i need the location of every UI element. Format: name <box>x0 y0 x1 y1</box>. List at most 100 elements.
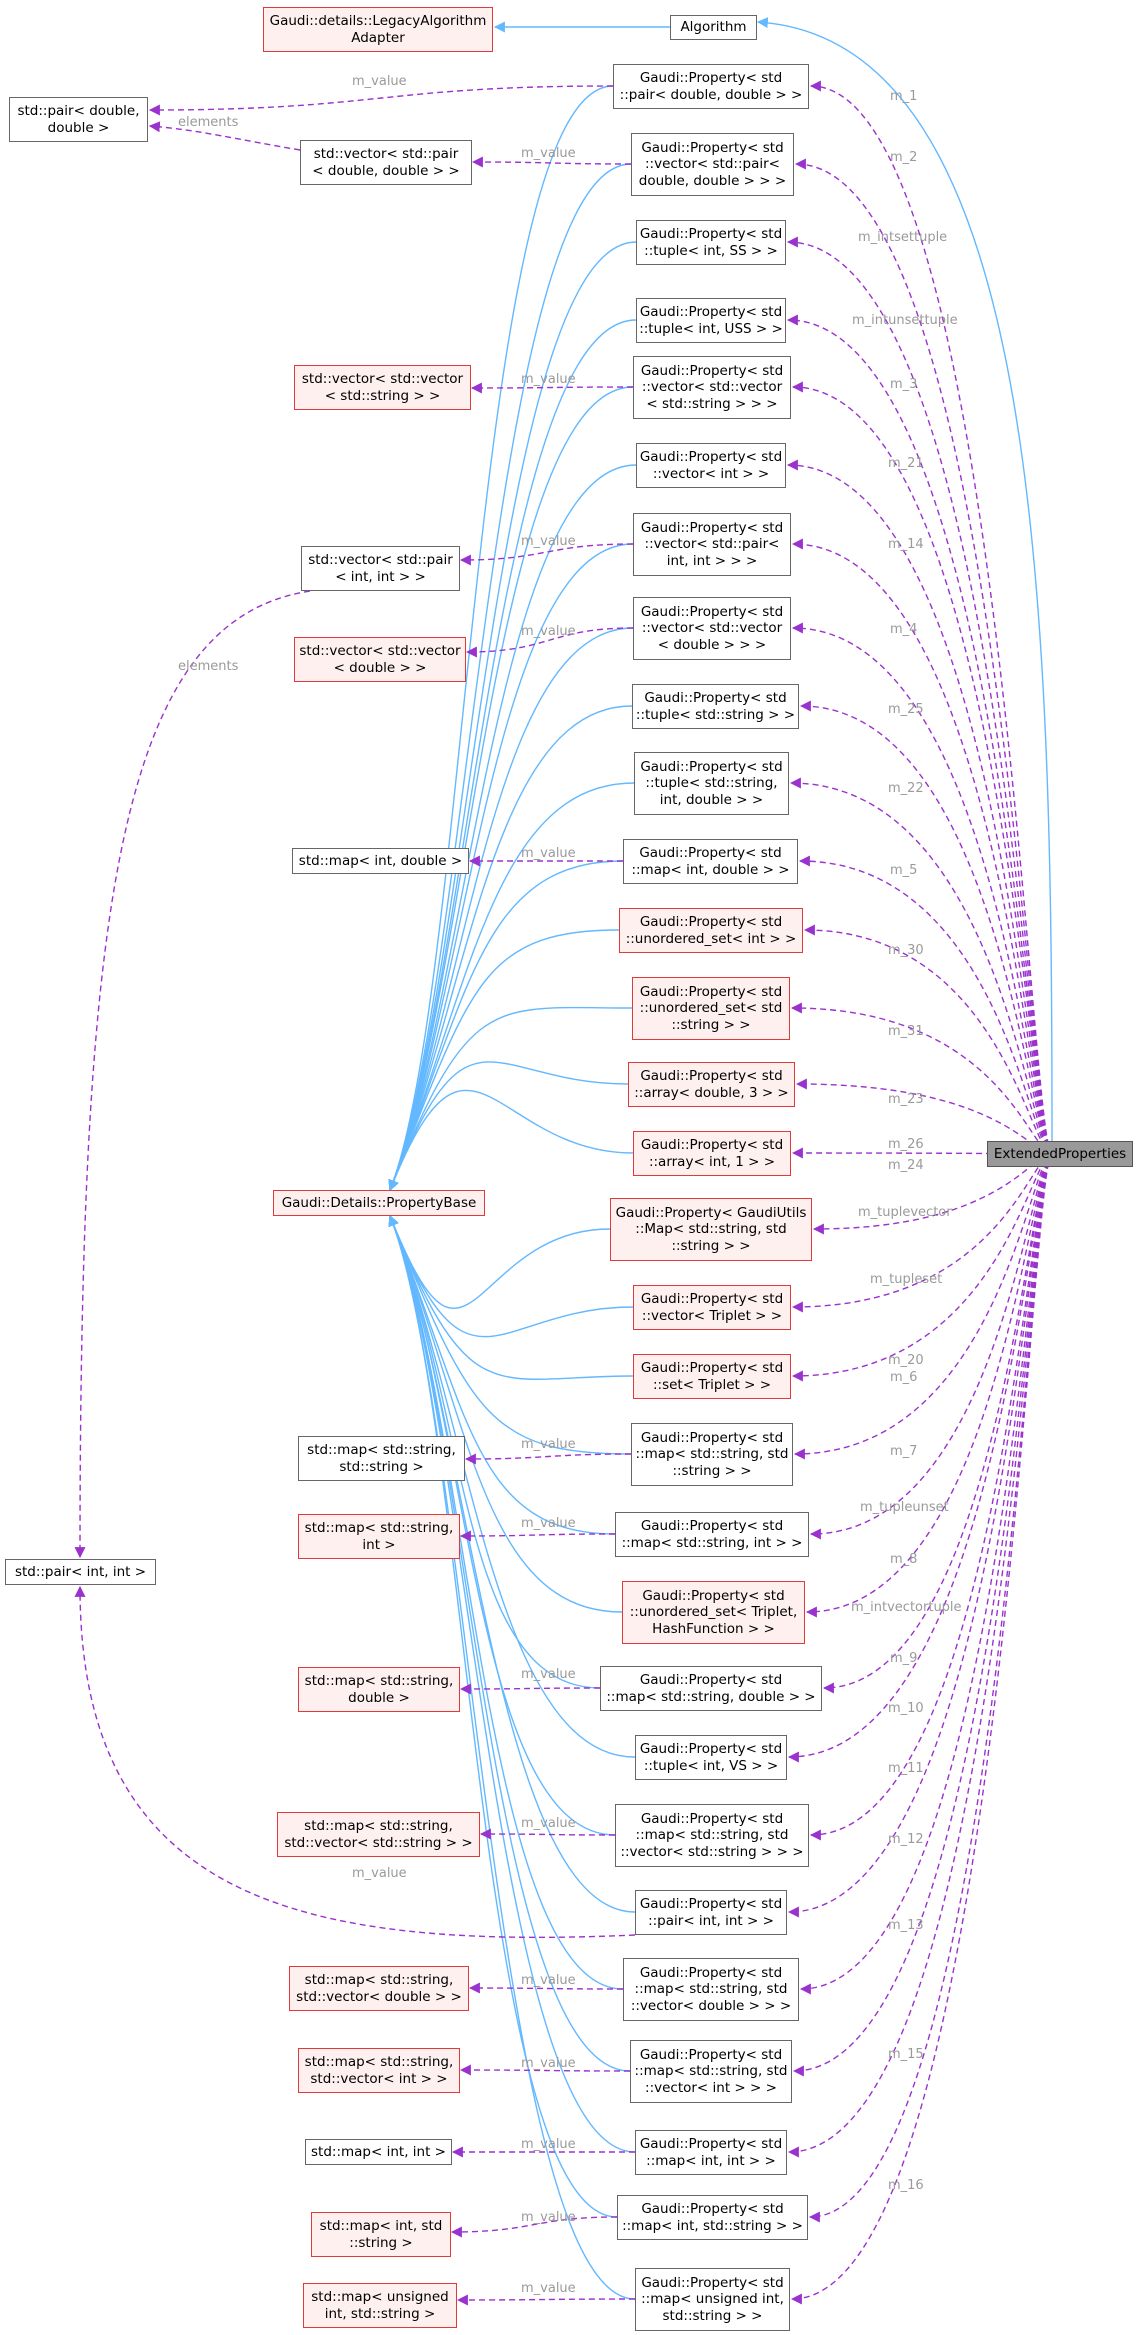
edge-label-m-value: m_value <box>521 2281 576 2296</box>
inheritance-edge <box>388 1214 636 1913</box>
node-algorithm[interactable]: Algorithm <box>670 15 757 40</box>
node-property-gaudiutils-map[interactable]: Gaudi::Property< GaudiUtils ::Map< std::… <box>610 1198 812 1261</box>
node-std-vector-vector-double[interactable]: std::vector< std::vector < double > > <box>294 637 466 682</box>
edge-label-m-4: m_4 <box>890 622 918 637</box>
node-property-map-string-string[interactable]: Gaudi::Property< std ::map< std::string,… <box>631 1423 793 1486</box>
node-property-map-string-vector-double[interactable]: Gaudi::Property< std ::map< std::string,… <box>623 1958 799 2021</box>
edge-label-m-30: m_30 <box>888 943 924 958</box>
member-edge <box>791 622 1053 1155</box>
inheritance-edge <box>388 1061 629 1192</box>
node-gaudi-details-propertybase[interactable]: Gaudi::Details::PropertyBase <box>273 1190 485 1216</box>
inheritance-edge <box>388 860 624 1192</box>
node-std-map-int-string[interactable]: std::map< int, std ::string > <box>311 2212 451 2257</box>
node-property-map-string-int[interactable]: Gaudi::Property< std ::map< std::string,… <box>615 1512 809 1557</box>
edge-label-m-11: m_11 <box>888 1761 924 1776</box>
node-property-vector-int[interactable]: Gaudi::Property< std ::vector< int > > <box>636 443 786 488</box>
node-legacy-algorithm-adapter[interactable]: Gaudi::details::LegacyAlgorithm Adapter <box>263 7 493 52</box>
member-edge <box>74 1585 636 1939</box>
node-std-map-int-int[interactable]: std::map< int, int > <box>305 2139 452 2165</box>
edge-label-m-16: m_16 <box>888 2178 924 2193</box>
node-std-pair-double-double[interactable]: std::pair< double, double > <box>9 97 148 142</box>
node-property-map-string-vector-int[interactable]: Gaudi::Property< std ::map< std::string,… <box>630 2040 792 2103</box>
edge-label-m-value: m_value <box>521 1667 576 1682</box>
node-std-map-string-vector-int[interactable]: std::map< std::string, std::vector< int … <box>298 2048 460 2093</box>
node-property-pair-int-int[interactable]: Gaudi::Property< std ::pair< int, int > … <box>635 1890 787 1935</box>
edge-label-m-value: m_value <box>521 372 576 387</box>
node-std-vector-pair-double-double[interactable]: std::vector< std::pair < double, double … <box>300 140 472 185</box>
member-edge <box>787 1153 1053 1918</box>
node-std-vector-vector-string[interactable]: std::vector< std::vector < std::string >… <box>294 365 471 410</box>
edge-label-m-value: m_value <box>352 1866 407 1881</box>
inheritance-edge <box>388 1006 633 1192</box>
node-std-map-string-vector-string[interactable]: std::map< std::string, std::vector< std:… <box>277 1812 480 1857</box>
edge-label-m-value: m_value <box>521 846 576 861</box>
member-edge <box>787 1153 1053 2158</box>
node-std-map-unsigned-int-string[interactable]: std::map< unsigned int, std::string > <box>303 2283 457 2328</box>
node-property-tuple-string-int-double[interactable]: Gaudi::Property< std ::tuple< std::strin… <box>634 752 789 815</box>
inheritance-edge <box>388 627 634 1192</box>
edge-label-elements: elements <box>178 659 239 674</box>
edge-label-m-value: m_value <box>521 1516 576 1531</box>
member-edge <box>791 381 1053 1155</box>
node-property-vector-triplet[interactable]: Gaudi::Property< std ::vector< Triplet >… <box>633 1285 791 1330</box>
inheritance-edge <box>388 1214 636 2300</box>
node-property-array-double-3[interactable]: Gaudi::Property< std ::array< double, 3 … <box>628 1062 795 1107</box>
node-std-map-string-string[interactable]: std::map< std::string, std::string > <box>298 1436 465 1481</box>
edge-label-m-9: m_9 <box>890 1651 918 1666</box>
node-property-tuple-int-vs[interactable]: Gaudi::Property< std ::tuple< int, VS > … <box>635 1735 787 1780</box>
edge-label-m-intvectortuple: m_intvectortuple <box>851 1600 962 1615</box>
member-edge <box>459 543 634 566</box>
edge-label-m-value: m_value <box>521 534 576 549</box>
inheritance-edge <box>388 85 614 1192</box>
node-property-set-triplet[interactable]: Gaudi::Property< std ::set< Triplet > > <box>633 1354 791 1399</box>
member-edge <box>798 855 1053 1155</box>
node-property-map-int-int[interactable]: Gaudi::Property< std ::map< int, int > > <box>635 2130 787 2175</box>
node-property-vector-pair-int-int[interactable]: Gaudi::Property< std ::vector< std::pair… <box>633 513 791 576</box>
node-property-map-int-double[interactable]: Gaudi::Property< std ::map< int, double … <box>623 839 798 884</box>
inheritance-edge <box>388 1214 634 1380</box>
node-property-vector-vector-double[interactable]: Gaudi::Property< std ::vector< std::vect… <box>633 597 791 660</box>
node-property-unordered-set-int[interactable]: Gaudi::Property< std ::unordered_set< in… <box>619 908 803 953</box>
inheritance-edge <box>388 1214 636 1758</box>
inheritance-edge <box>388 543 634 1192</box>
node-std-map-string-int[interactable]: std::map< std::string, int > <box>298 1514 460 1559</box>
member-edge <box>468 1982 624 1994</box>
node-std-map-string-double[interactable]: std::map< std::string, double > <box>298 1667 460 1712</box>
node-property-array-int-1[interactable]: Gaudi::Property< std ::array< int, 1 > > <box>633 1131 791 1176</box>
node-property-tuple-string[interactable]: Gaudi::Property< std ::tuple< std::strin… <box>632 684 799 729</box>
node-std-map-string-vector-double[interactable]: std::map< std::string, std::vector< doub… <box>289 1966 469 2011</box>
inheritance-edge <box>388 1214 634 1338</box>
node-property-tuple-int-uss[interactable]: Gaudi::Property< std ::tuple< int, USS >… <box>636 298 786 343</box>
node-property-map-int-string[interactable]: Gaudi::Property< std ::map< int, std::st… <box>617 2195 808 2240</box>
edge-label-m-10: m_10 <box>888 1701 924 1716</box>
node-property-unordered-set-string[interactable]: Gaudi::Property< std ::unordered_set< st… <box>632 977 790 1040</box>
node-extended-properties[interactable]: ExtendedProperties <box>987 1141 1133 1167</box>
member-edge <box>479 1828 616 1840</box>
edge-label-m-24: m_24 <box>888 1158 924 1173</box>
inheritance-edge <box>388 241 637 1192</box>
node-property-map-unsigned-int-string[interactable]: Gaudi::Property< std ::map< unsigned int… <box>635 2268 790 2331</box>
node-property-map-string-double[interactable]: Gaudi::Property< std ::map< std::string,… <box>600 1666 822 1711</box>
node-property-tuple-int-ss[interactable]: Gaudi::Property< std ::tuple< int, SS > … <box>636 220 786 265</box>
member-edge <box>786 459 1053 1155</box>
member-edge <box>791 538 1053 1155</box>
node-property-pair-double-double[interactable]: Gaudi::Property< std ::pair< double, dou… <box>613 64 809 109</box>
inheritance-edge <box>388 1089 634 1192</box>
member-edge <box>465 627 634 658</box>
node-property-vector-vector-string[interactable]: Gaudi::Property< std ::vector< std::vect… <box>633 356 791 419</box>
node-property-unordered-set-triplet-hashfunction[interactable]: Gaudi::Property< std ::unordered_set< Tr… <box>622 1581 805 1644</box>
edge-label-m-2: m_2 <box>890 150 918 165</box>
node-std-vector-pair-int-int[interactable]: std::vector< std::pair < int, int > > <box>301 546 460 591</box>
member-edge <box>459 2064 631 2076</box>
edge-label-m-value: m_value <box>521 1973 576 1988</box>
inheritance-edge <box>388 1214 616 1535</box>
edge-label-m-1: m_1 <box>890 89 918 104</box>
edge-label-m-value: m_value <box>521 2210 576 2225</box>
edge-label-m-25: m_25 <box>888 702 924 717</box>
edge-label-m-tupleset: m_tupleset <box>870 1272 943 1287</box>
edge-label-m-value: m_value <box>521 624 576 639</box>
node-std-map-int-double[interactable]: std::map< int, double > <box>292 848 469 874</box>
node-property-map-string-vector-string[interactable]: Gaudi::Property< std ::map< std::string,… <box>615 1804 809 1867</box>
node-std-pair-int-int[interactable]: std::pair< int, int > <box>5 1559 156 1585</box>
node-property-vector-pair-double-double[interactable]: Gaudi::Property< std ::vector< std::pair… <box>631 133 794 196</box>
